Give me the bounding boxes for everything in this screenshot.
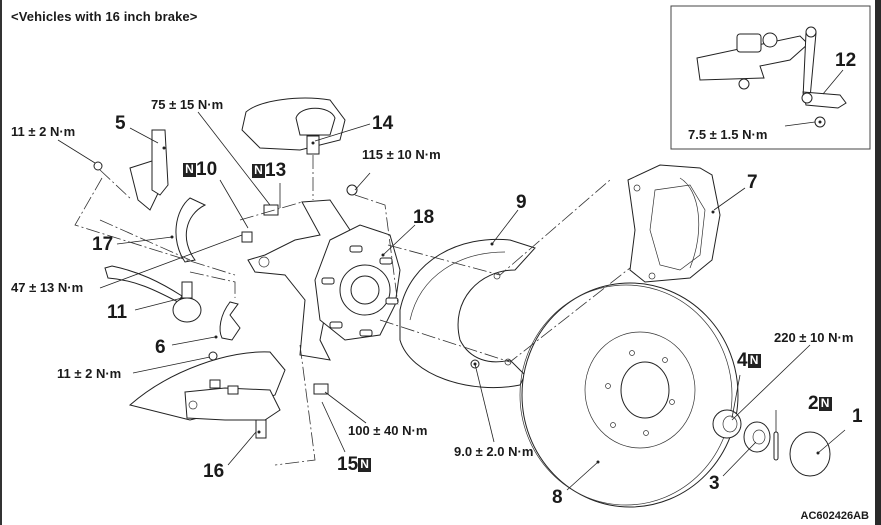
leader-lines (57, 111, 846, 491)
inset-height-sensor (696, 26, 847, 128)
callout-7: 7 (747, 172, 758, 193)
callout-1: 1 (852, 406, 863, 427)
callout-18: 18 (413, 207, 435, 228)
callout-3: 3 (709, 473, 720, 494)
callout-14: 14 (372, 113, 394, 134)
callout-5: 5 (115, 113, 126, 134)
new-part-badge: N (252, 164, 265, 178)
assembly-lines (74, 155, 631, 466)
page-title: <Vehicles with 16 inch brake> (11, 9, 198, 24)
callout-12: 12 (835, 50, 857, 71)
abs-bracket (93, 129, 207, 263)
torque-caliper-bolt: 115 ± 10 N·m (362, 147, 441, 162)
hub-nut-parts (712, 409, 831, 477)
castle-nut-10 (241, 231, 253, 243)
callout-9: 9 (516, 192, 527, 213)
tie-rod-end (104, 265, 202, 323)
torque-abs-sensor-bolt: 11 ± 2 N·m (57, 366, 122, 381)
lower-arm (128, 351, 286, 439)
callout-11: 11 (107, 302, 128, 323)
callout-8: 8 (552, 487, 563, 508)
new-part-badge: N (358, 458, 372, 472)
brake-disc (519, 282, 739, 508)
torque-inset-12: 7.5 ± 1.5 N·m (688, 127, 768, 142)
torque-dust-shield-bolt: 9.0 ± 2.0 N·m (454, 444, 534, 459)
figure-reference: AC602426AB (800, 510, 869, 522)
hub (314, 224, 401, 341)
torque-tie-rod-end-nut: 47 ± 13 N·m (11, 280, 84, 295)
torque-tie-rod-nut: 75 ± 15 N·m (151, 97, 224, 112)
caliper (627, 164, 721, 283)
castle-nut-13 (263, 204, 279, 216)
new-part-badge: N (747, 354, 761, 368)
callout-16: 16 (203, 461, 225, 482)
new-part-badge: N (818, 397, 832, 411)
upper-arm (241, 97, 346, 155)
torque-abs-bracket-bolt: 11 ± 2 N·m (11, 124, 76, 139)
castle-nut-15 (313, 383, 329, 395)
torque-ball-joint-nut: 100 ± 40 N·m (348, 423, 428, 438)
callout-17: 17 (92, 234, 114, 255)
dust-shield (399, 238, 536, 389)
abs-sensor (208, 301, 241, 361)
frame-border-left (0, 0, 2, 525)
caliper-bolt (346, 184, 358, 196)
callout-6: 6 (155, 337, 166, 358)
frame-border-right (875, 0, 881, 525)
torque-hub-nut: 220 ± 10 N·m (774, 330, 854, 345)
new-part-badge: N (183, 163, 196, 177)
